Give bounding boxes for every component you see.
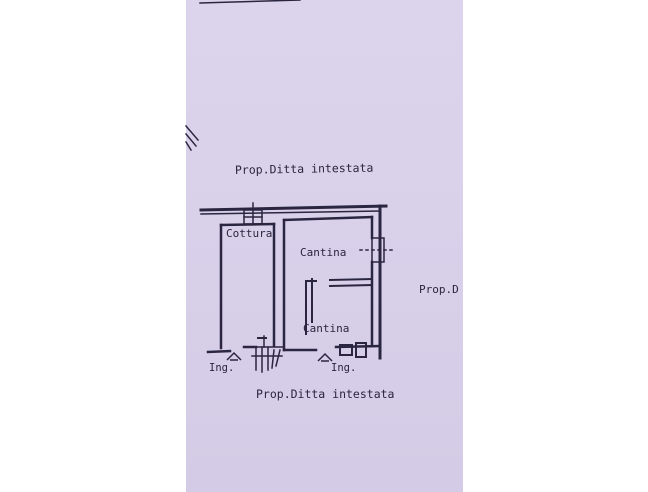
stair-hatching xyxy=(251,335,285,373)
cottura-room-walls xyxy=(206,222,276,354)
top-neighbor-label: Prop.Ditta intestata xyxy=(235,161,374,177)
flue-symbol xyxy=(243,202,263,225)
entrance-right-label: Ing. xyxy=(331,362,356,374)
entrance-arrows xyxy=(226,351,333,362)
floor-plan-paper xyxy=(186,0,463,492)
outer-wall-top xyxy=(199,204,388,215)
entrance-arrow-right-icon xyxy=(317,352,333,362)
adjacent-wall-fragment xyxy=(184,124,200,152)
entrance-arrow-left-icon xyxy=(226,351,242,361)
right-neighbor-label: Prop.D xyxy=(419,283,459,296)
cantina-walls xyxy=(282,204,382,360)
cantina-upper-label: Cantina xyxy=(300,246,346,259)
entrance-left-label: Ing. xyxy=(209,362,234,374)
cantina-lower-label: Cantina xyxy=(303,322,349,335)
cottura-label: Cottura xyxy=(226,227,272,240)
inner-partitions xyxy=(305,277,374,335)
top-edge-line xyxy=(199,0,301,4)
window-right xyxy=(359,237,397,263)
bottom-neighbor-label: Prop.Ditta intestata xyxy=(256,387,394,401)
